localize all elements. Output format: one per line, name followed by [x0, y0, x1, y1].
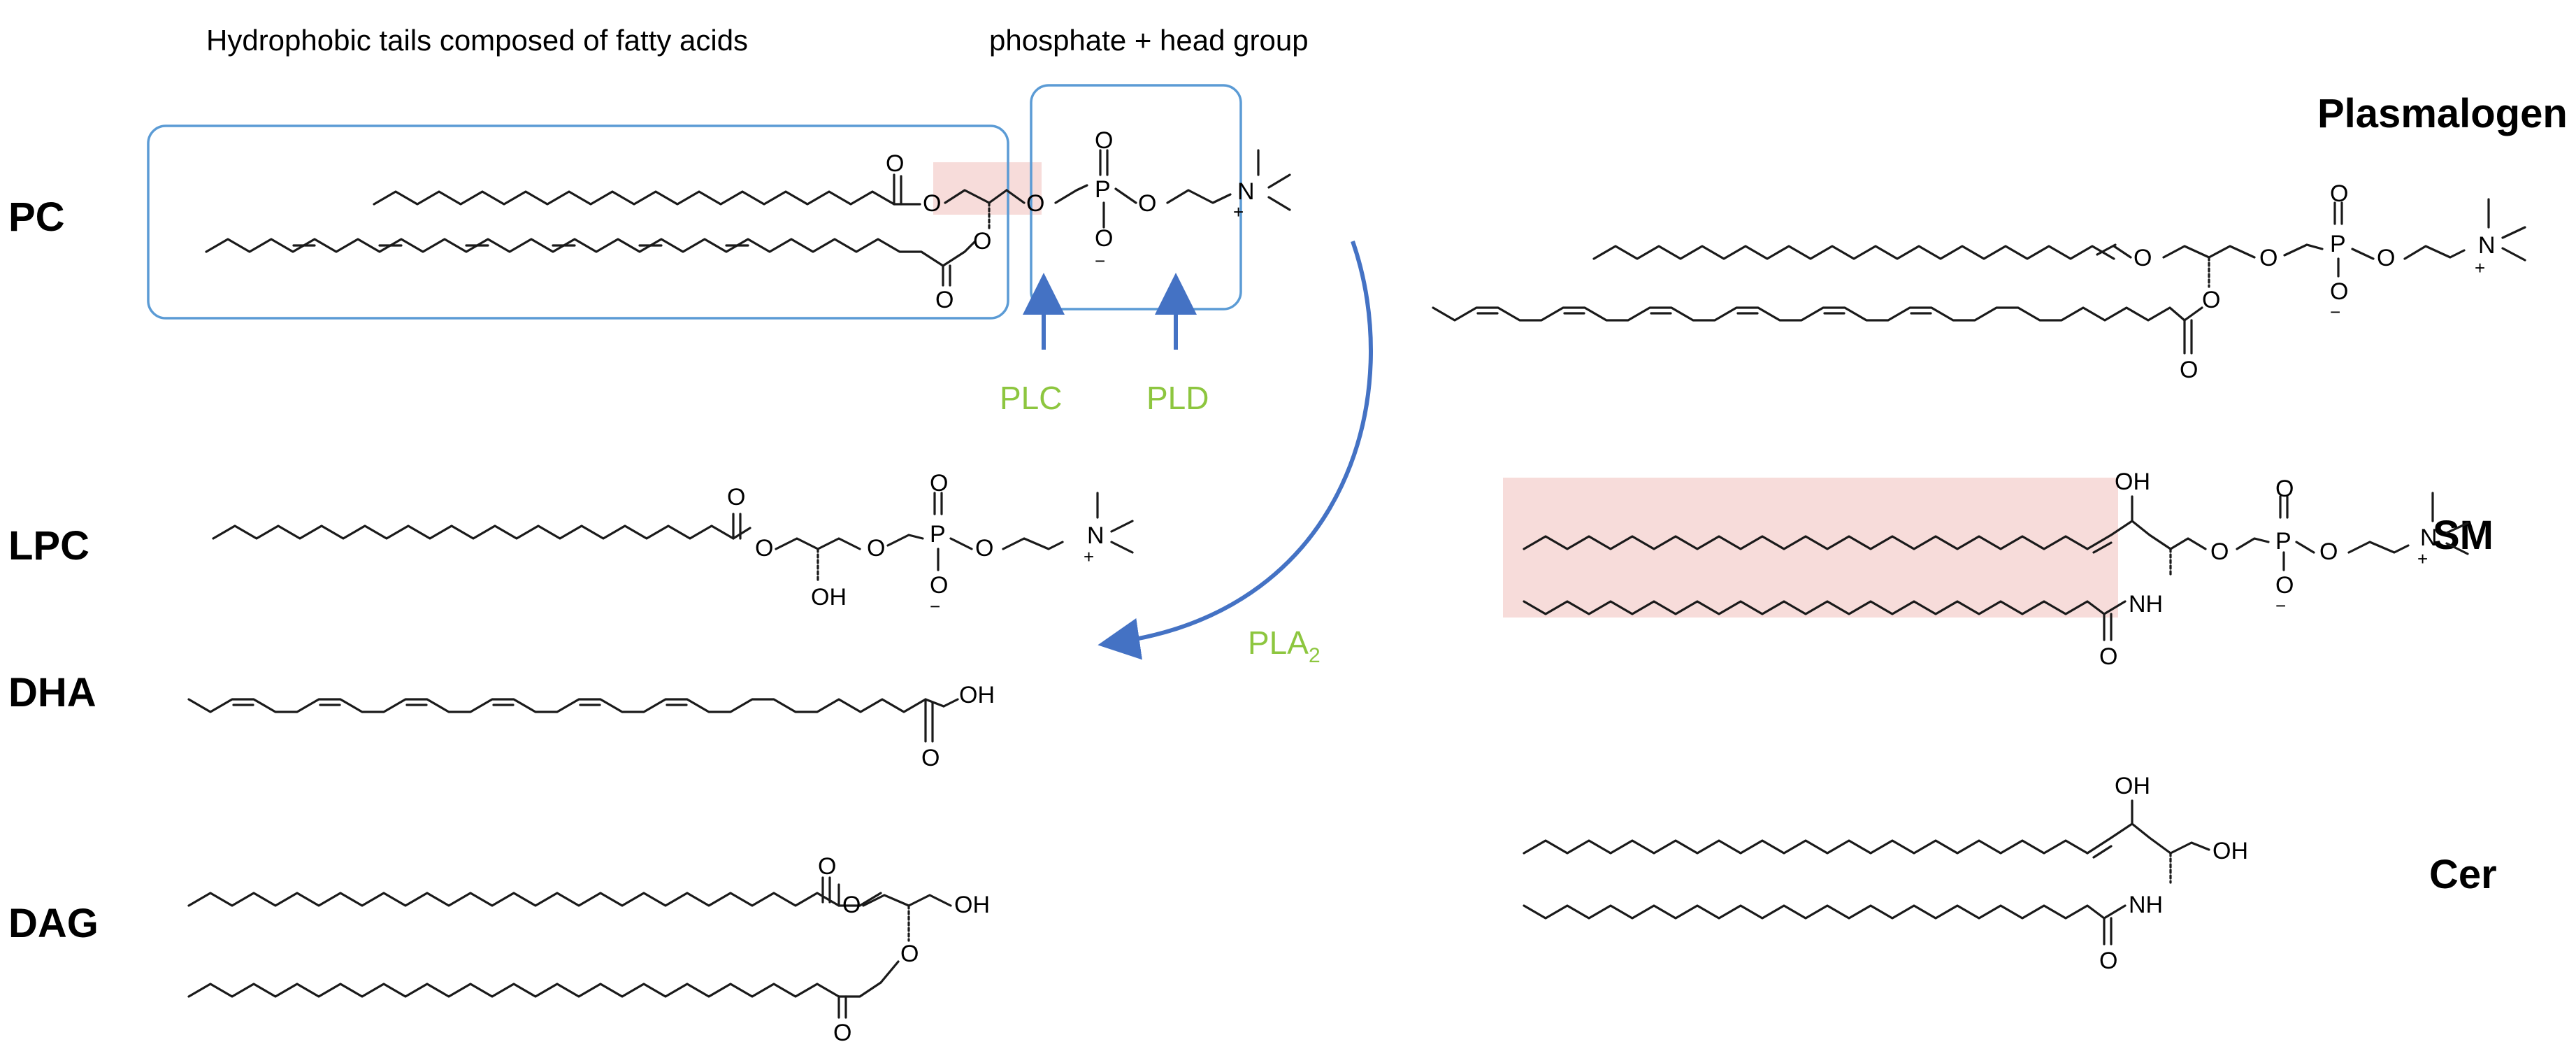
dag-oh: OH: [954, 892, 990, 918]
lpc-oh: OH: [811, 584, 847, 611]
lpc-n: N: [1087, 522, 1104, 549]
dha-label: DHA: [8, 670, 96, 715]
plas-o3: O: [2259, 245, 2278, 271]
dag-o2: O: [842, 892, 861, 918]
pc-o2: O: [923, 190, 941, 217]
sm-o3: O: [2275, 572, 2294, 599]
plas-o2: O: [2202, 287, 2220, 313]
lpc-o1: O: [727, 484, 745, 511]
lpc-p: P: [930, 521, 946, 548]
plas-n: N: [2478, 232, 2496, 259]
pc-glycerol-highlight: [933, 162, 1042, 215]
lpc-structure: O O OH O P O O − O N +: [212, 470, 1134, 617]
sm-plus: +: [2417, 548, 2428, 569]
sm-oh: OH: [2115, 469, 2150, 495]
plasmalogen-label: Plasmalogen: [2317, 91, 2568, 136]
pc-o8: O: [1138, 190, 1156, 217]
hydrophobic-tails-box: [147, 124, 1009, 320]
dag-structure: O O OH O O: [187, 853, 990, 1042]
plas-o6: O: [2377, 245, 2395, 271]
cer-oh2: OH: [2212, 838, 2248, 864]
dag-label: DAG: [8, 901, 99, 946]
sm-minus: −: [2275, 595, 2286, 616]
pc-plus: +: [1233, 201, 1244, 222]
lpc-o4: O: [930, 470, 948, 497]
head-group-header: phosphate + head group: [989, 24, 1309, 57]
cer-nh: NH: [2129, 892, 2163, 918]
pc-structure: O O O O O P O O − O N +: [205, 127, 1291, 313]
sm-p: P: [2275, 528, 2291, 555]
dha-oh: OH: [959, 682, 995, 708]
plasmalogen-structure: O O O P O O − O N + O: [1432, 180, 2526, 383]
sm-structure: OH NH O P O O − O N + O: [1523, 469, 2469, 670]
plas-plus: +: [2475, 257, 2485, 278]
dag-o3: O: [900, 941, 919, 967]
sm-o4: O: [2319, 538, 2338, 565]
pc-o5: O: [1026, 190, 1044, 217]
lpc-label: LPC: [8, 523, 89, 569]
dha-o: O: [921, 745, 940, 771]
cer-label: Cer: [2429, 852, 2497, 897]
tails-header: Hydrophobic tails composed of fatty acid…: [206, 24, 748, 57]
sm-o1: O: [2210, 538, 2229, 565]
dag-o4: O: [833, 1020, 851, 1042]
pc-p: P: [1095, 176, 1111, 203]
plas-o1: O: [2134, 245, 2152, 271]
pc-o7: O: [1095, 225, 1113, 252]
sm-sphingosine-highlight: [1503, 478, 2118, 618]
pld-label: PLD: [1146, 380, 1209, 416]
pc-o6: O: [1095, 127, 1113, 154]
lpc-o3: O: [867, 535, 885, 562]
pc-n: N: [1237, 178, 1255, 205]
cer-oh1: OH: [2115, 773, 2150, 799]
cer-o: O: [2099, 948, 2117, 974]
pc-o4: O: [935, 287, 954, 313]
lpc-plus: +: [1084, 546, 1094, 567]
sm-nh: NH: [2129, 591, 2163, 618]
pc-o3: O: [973, 228, 991, 255]
pla2-label: PLA2: [1248, 625, 1321, 667]
lpc-minus: −: [930, 596, 940, 617]
pc-label: PC: [8, 194, 65, 240]
lpc-o6: O: [975, 535, 993, 562]
plas-o5: O: [2330, 278, 2348, 305]
pc-o1: O: [886, 150, 904, 177]
lpc-o2: O: [755, 535, 773, 562]
sm-n: N: [2420, 524, 2438, 551]
plas-o7: O: [2180, 357, 2198, 383]
plas-minus: −: [2330, 301, 2340, 322]
sm-o5: O: [2099, 643, 2117, 670]
plas-p: P: [2330, 231, 2346, 257]
dag-o1: O: [818, 853, 836, 880]
dha-structure: OH O: [187, 682, 995, 771]
plc-label: PLC: [1000, 380, 1062, 416]
sm-o2: O: [2275, 476, 2294, 502]
head-group-box: [1030, 84, 1242, 311]
pc-minus: −: [1095, 250, 1105, 271]
pla2-arrow: [1098, 241, 1373, 660]
cer-structure: OH OH NH O: [1523, 773, 2248, 974]
lpc-o5: O: [930, 572, 948, 599]
plas-o4: O: [2330, 180, 2348, 207]
